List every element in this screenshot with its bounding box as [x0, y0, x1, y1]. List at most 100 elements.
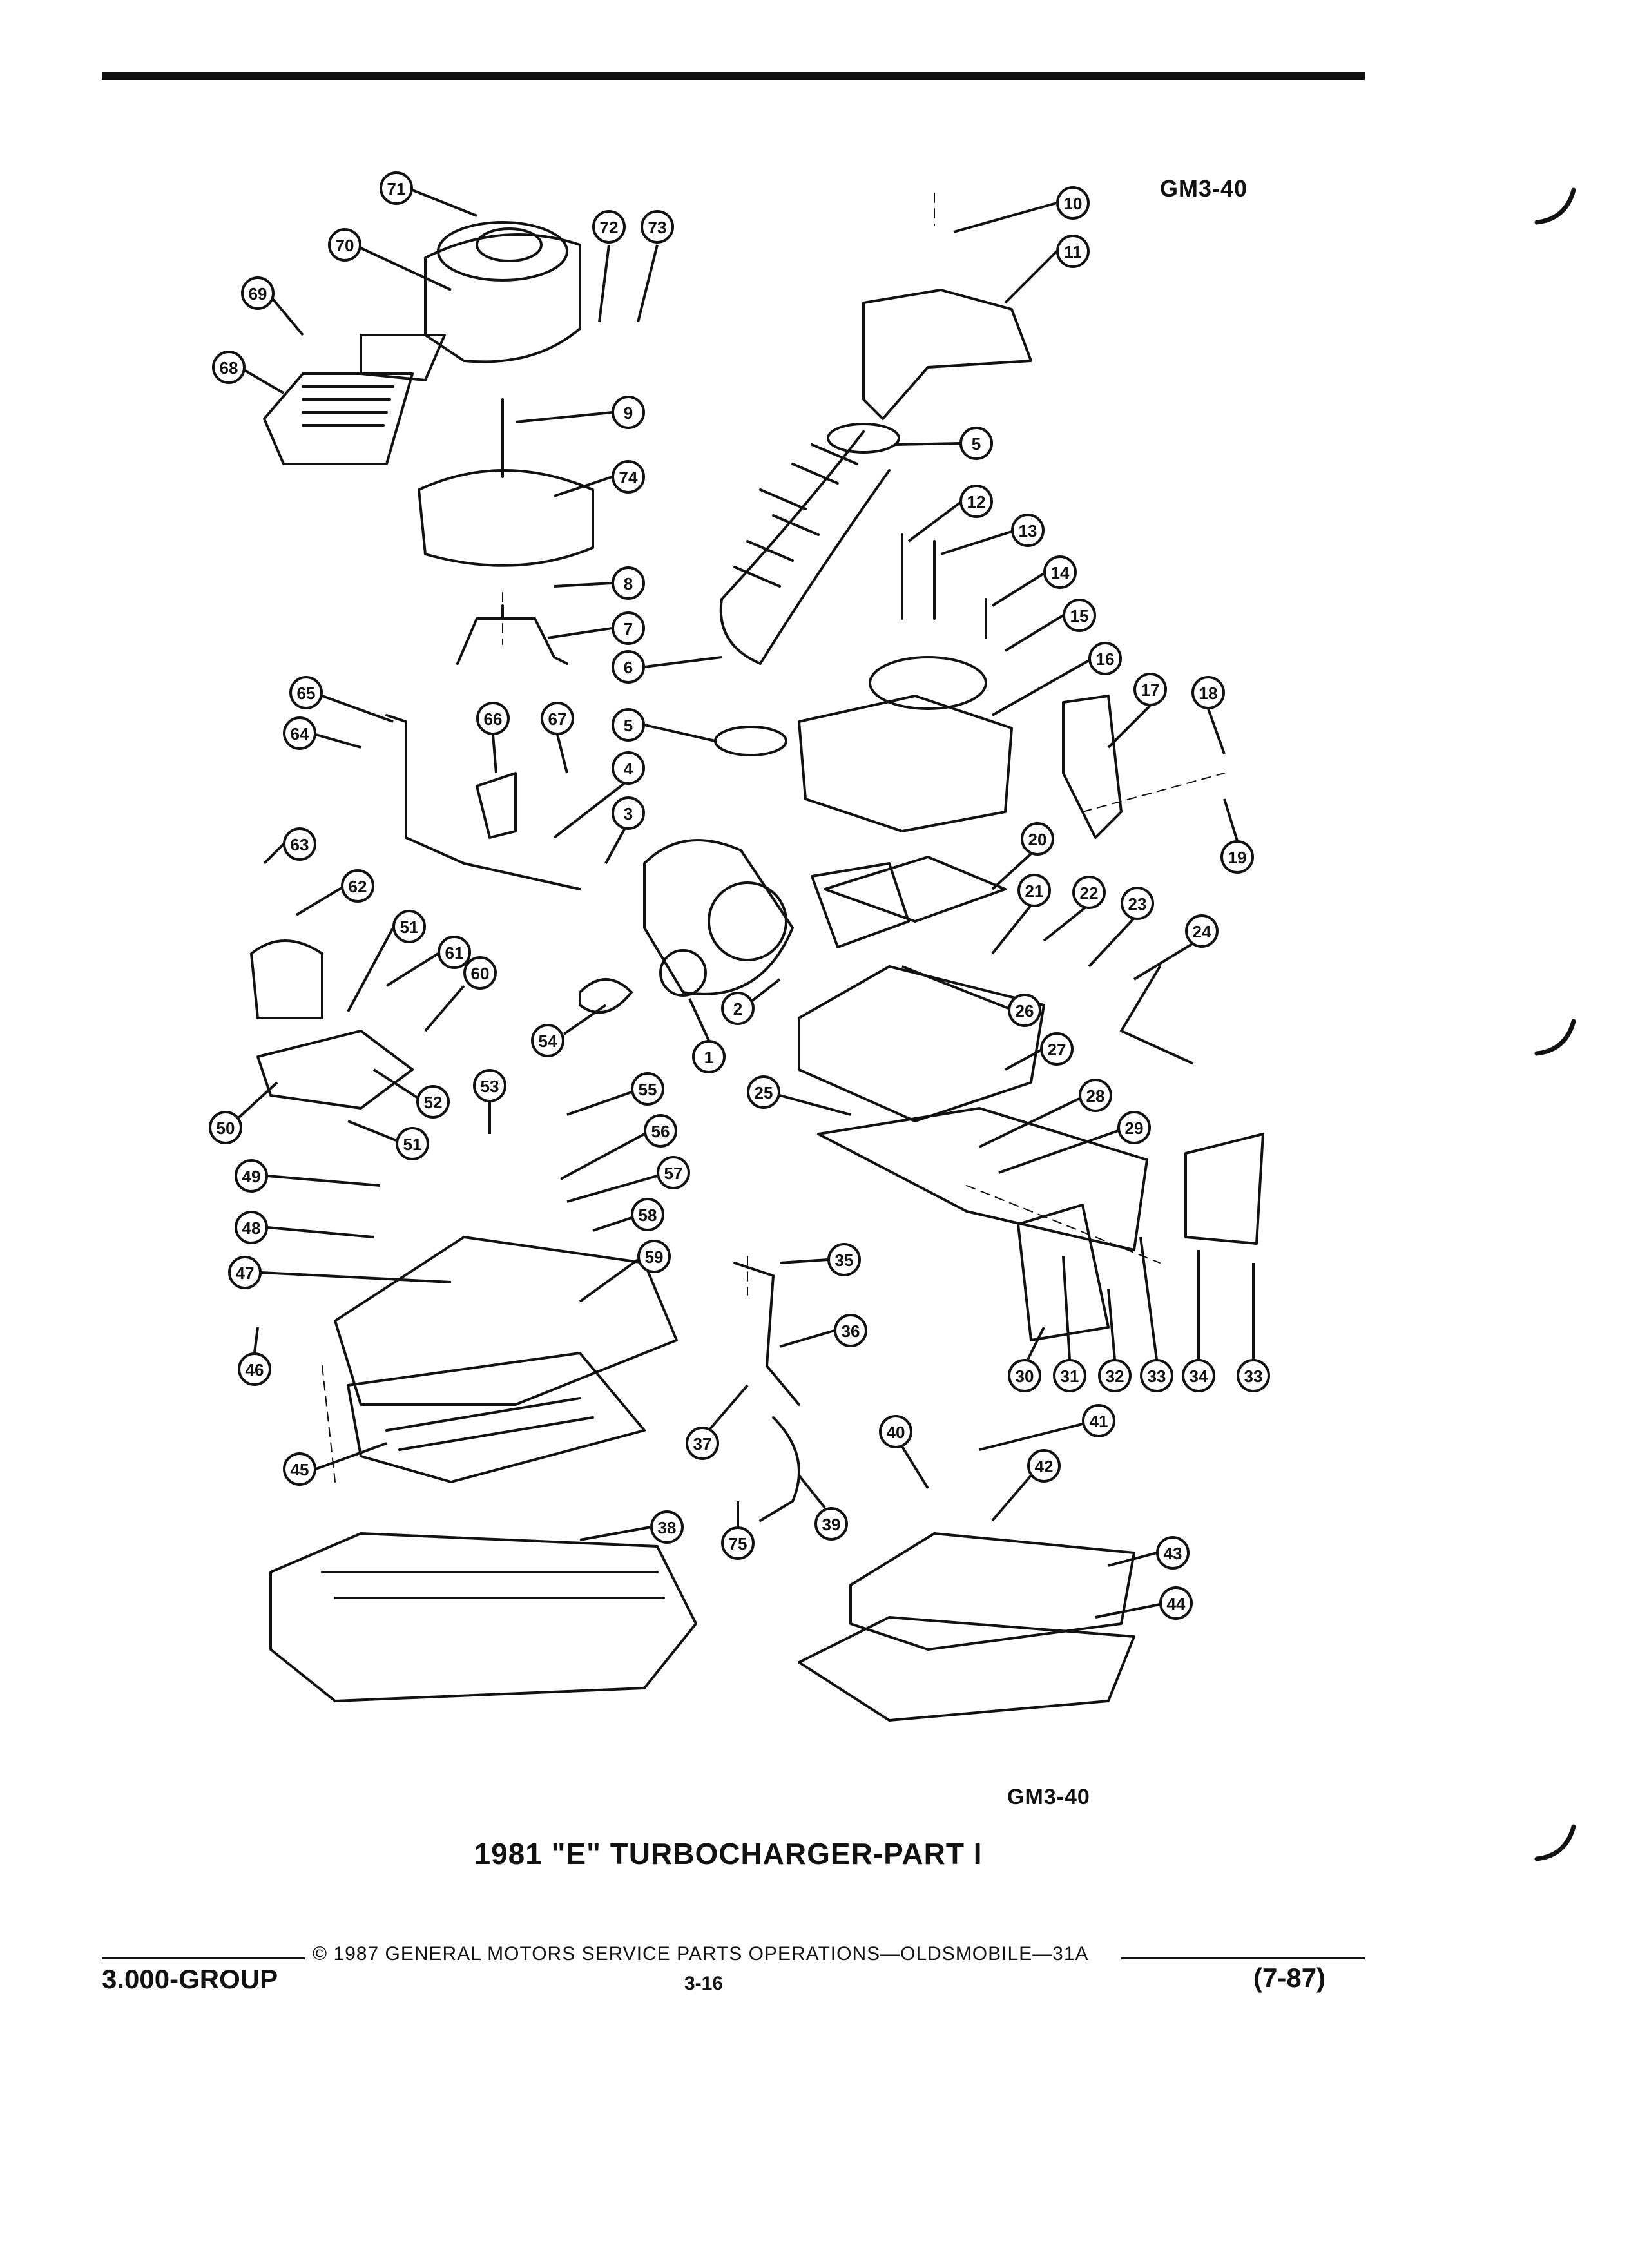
svg-text:68: 68: [220, 358, 238, 378]
turbocharger: [643, 839, 794, 995]
svg-text:33: 33: [1148, 1367, 1166, 1386]
svg-text:75: 75: [729, 1534, 747, 1553]
footer-rule-right: [1121, 1957, 1365, 1959]
svg-text:70: 70: [336, 236, 354, 255]
callout-57: 57: [566, 1156, 690, 1203]
callout-61: 61: [385, 936, 471, 987]
callout-65: 65: [289, 676, 394, 723]
svg-text:27: 27: [1048, 1040, 1066, 1059]
oil-inlet-tube: [733, 1262, 800, 1406]
svg-text:46: 46: [246, 1360, 264, 1379]
callout-3: 3: [604, 796, 645, 864]
svg-text:69: 69: [249, 284, 267, 303]
svg-text:65: 65: [297, 684, 316, 703]
callout-39: 39: [798, 1474, 848, 1541]
svg-text:35: 35: [835, 1251, 854, 1270]
svg-text:30: 30: [1016, 1367, 1034, 1386]
callout-37: 37: [686, 1384, 749, 1460]
callout-27: 27: [1005, 1032, 1074, 1071]
corrugated-hose: [719, 430, 891, 665]
callout-40: 40: [879, 1415, 929, 1490]
svg-text:71: 71: [387, 179, 406, 198]
svg-text:49: 49: [242, 1167, 261, 1186]
callout-25: 25: [747, 1075, 851, 1116]
callout-68: 68: [212, 351, 285, 394]
callout-5-lower: 5: [612, 708, 716, 742]
svg-text:44: 44: [1167, 1594, 1186, 1613]
callout-41: 41: [979, 1404, 1115, 1451]
callout-20: 20: [991, 822, 1054, 890]
header-rule: [102, 72, 1365, 80]
callout-60: 60: [424, 956, 497, 1032]
svg-text:8: 8: [624, 574, 633, 593]
svg-text:42: 42: [1035, 1457, 1054, 1476]
callout-62: 62: [295, 869, 374, 916]
callout-42: 42: [991, 1449, 1061, 1522]
svg-text:29: 29: [1125, 1119, 1144, 1138]
svg-text:51: 51: [403, 1135, 422, 1154]
callout-73: 73: [637, 210, 674, 323]
egr-valve: [250, 939, 323, 1019]
engine-block: [269, 1532, 697, 1702]
svg-text:2: 2: [733, 999, 742, 1019]
svg-text:3: 3: [624, 804, 633, 823]
svg-text:17: 17: [1141, 680, 1160, 700]
callout-5-upper: 5: [895, 427, 993, 460]
turbo-shaft-seal: [579, 978, 633, 1014]
page-number: 3-16: [684, 1973, 724, 1994]
hose-clamp-upper: [827, 423, 900, 454]
callout-58: 58: [592, 1198, 664, 1232]
figure-code-bottom: GM3-40: [1007, 1785, 1090, 1809]
svg-text:23: 23: [1128, 894, 1147, 914]
oil-return-hose: [759, 1416, 800, 1522]
svg-text:25: 25: [755, 1083, 773, 1102]
callout-53: 53: [473, 1069, 506, 1134]
figure-title: 1981 "E" TURBOCHARGER-PART I: [0, 1836, 1629, 1871]
callout-24: 24: [1133, 914, 1219, 981]
callout-66: 66: [476, 702, 510, 774]
mounting-bracket-upper: [456, 604, 568, 665]
svg-text:11: 11: [1064, 242, 1082, 262]
svg-text:39: 39: [822, 1515, 841, 1534]
callout-51-lower: 51: [347, 1120, 429, 1160]
margin-hook-mark: [1534, 1019, 1576, 1056]
svg-text:18: 18: [1199, 684, 1218, 703]
svg-text:57: 57: [664, 1164, 683, 1183]
callout-26: 26: [901, 965, 1041, 1027]
callout-10: 10: [953, 186, 1090, 233]
svg-text:54: 54: [539, 1032, 557, 1051]
carburetor: [798, 695, 1013, 832]
callout-1: 1: [688, 998, 726, 1073]
svg-text:63: 63: [291, 835, 309, 854]
svg-text:45: 45: [291, 1460, 309, 1479]
callout-47: 47: [228, 1256, 452, 1289]
callout-28: 28: [979, 1079, 1112, 1148]
callout-33-right: 33: [1237, 1263, 1270, 1392]
svg-text:12: 12: [967, 492, 986, 512]
svg-text:73: 73: [648, 218, 667, 237]
svg-text:32: 32: [1106, 1367, 1124, 1386]
callout-43: 43: [1108, 1536, 1190, 1570]
svg-text:36: 36: [842, 1321, 860, 1341]
svg-text:9: 9: [624, 403, 633, 423]
bracket-tab: [476, 772, 517, 839]
air-duct-left: [263, 372, 414, 465]
callout-29: 29: [998, 1111, 1151, 1174]
svg-text:47: 47: [236, 1264, 255, 1283]
callout-6: 6: [612, 650, 722, 684]
callout-8: 8: [554, 566, 645, 600]
margin-hook-mark: [1534, 1824, 1576, 1861]
air-cleaner-housing: [424, 233, 581, 363]
svg-text:62: 62: [349, 877, 367, 896]
svg-text:37: 37: [693, 1434, 712, 1454]
copyright-notice: © 1987 GENERAL MOTORS SERVICE PARTS OPER…: [313, 1943, 1089, 1965]
callout-7: 7: [547, 611, 645, 645]
revision-date: (7-87): [1253, 1963, 1326, 1993]
svg-text:28: 28: [1086, 1086, 1105, 1106]
group-number: 3.000-GROUP: [102, 1964, 278, 1994]
svg-text:40: 40: [887, 1423, 905, 1442]
callout-50: 50: [209, 1081, 278, 1144]
footer-rule-left: [102, 1957, 305, 1959]
svg-text:20: 20: [1028, 830, 1047, 849]
